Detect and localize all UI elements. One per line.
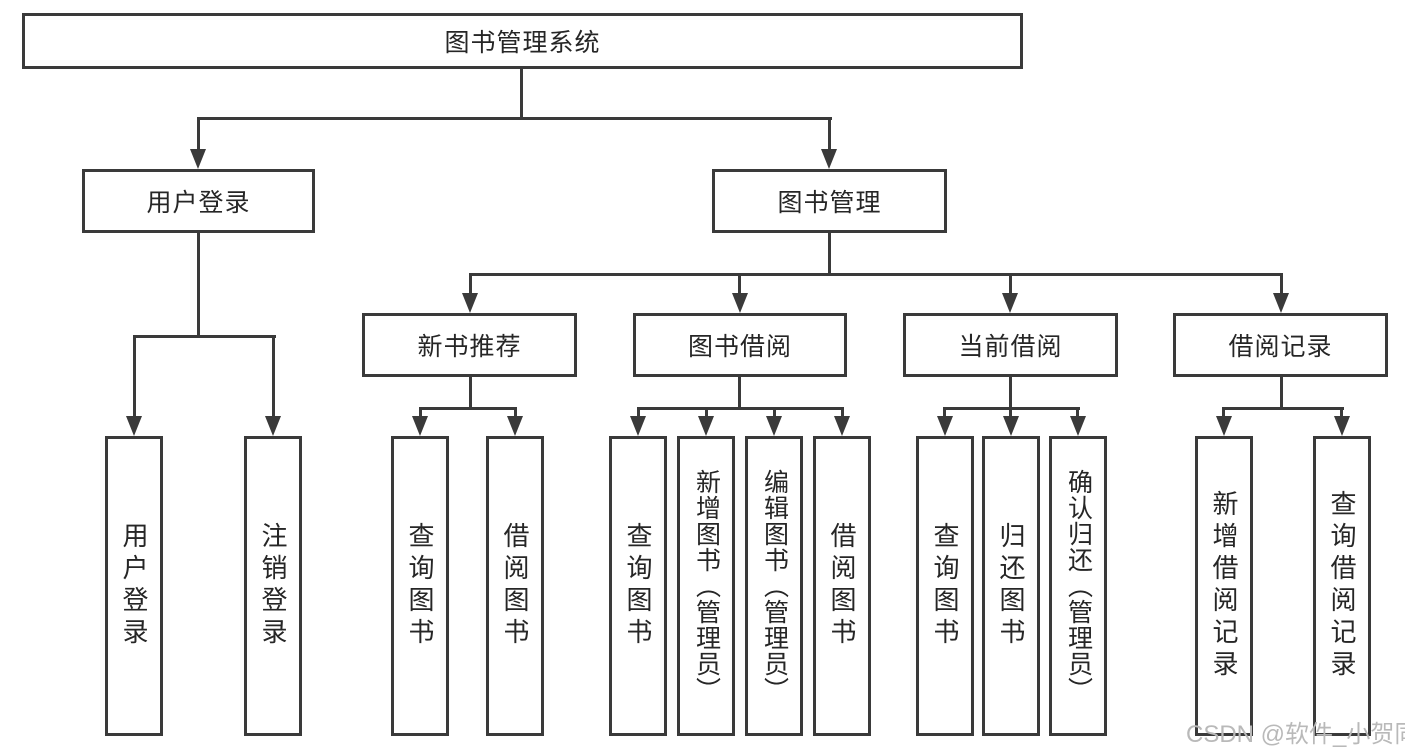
connector-line (133, 335, 276, 338)
leaf-logout: 注销登录 (244, 436, 302, 736)
connector-line (520, 69, 523, 120)
connector-line (1280, 377, 1283, 410)
arrowhead-down-icon (834, 416, 850, 436)
node-root: 图书管理系统 (22, 13, 1023, 69)
connector-line (705, 407, 708, 420)
node-book-management: 图书管理 (712, 169, 947, 233)
connector-line (133, 335, 136, 420)
connector-line (1340, 407, 1343, 420)
arrowhead-down-icon (1216, 416, 1232, 436)
arrowhead-down-icon (1334, 416, 1350, 436)
connector-line (738, 377, 741, 410)
connector-line (637, 407, 640, 420)
connector-line (1009, 377, 1012, 410)
arrowhead-down-icon (937, 416, 953, 436)
arrowhead-down-icon (462, 293, 478, 313)
arrowhead-down-icon (507, 416, 523, 436)
arrowhead-down-icon (190, 149, 206, 169)
arrowhead-down-icon (821, 149, 837, 169)
leaf-edit-book-admin: 编辑图书（管理员） (745, 436, 803, 736)
node-book-borrow: 图书借阅 (633, 313, 847, 377)
connector-line (1009, 273, 1012, 297)
connector-line (197, 117, 832, 120)
connector-line (1222, 407, 1344, 410)
arrowhead-down-icon (265, 416, 281, 436)
node-user-login: 用户登录 (82, 169, 315, 233)
leaf-query-books-borrow: 查询图书 (609, 436, 667, 736)
arrowhead-down-icon (1002, 293, 1018, 313)
leaf-query-books-current: 查询图书 (916, 436, 974, 736)
connector-line (1009, 407, 1012, 420)
connector-line (1280, 273, 1283, 297)
leaf-confirm-return-admin: 确认归还（管理员） (1049, 436, 1107, 736)
node-borrow-records: 借阅记录 (1173, 313, 1388, 377)
arrowhead-down-icon (1070, 416, 1086, 436)
connector-line (1222, 407, 1225, 420)
leaf-add-book-admin: 新增图书（管理员） (677, 436, 735, 736)
connector-line (637, 407, 844, 410)
connector-line (773, 407, 776, 420)
connector-line (828, 117, 831, 153)
leaf-user-login: 用户登录 (105, 436, 163, 736)
connector-line (272, 335, 275, 420)
connector-line (419, 407, 422, 420)
connector-line (469, 273, 1283, 276)
connector-line (943, 407, 946, 420)
arrowhead-down-icon (126, 416, 142, 436)
node-new-book-recommend: 新书推荐 (362, 313, 577, 377)
arrowhead-down-icon (630, 416, 646, 436)
leaf-borrow-books-recommend: 借阅图书 (486, 436, 544, 736)
connector-line (828, 233, 831, 276)
leaf-add-borrow-record: 新增借阅记录 (1195, 436, 1253, 736)
arrowhead-down-icon (412, 416, 428, 436)
connector-line (841, 407, 844, 420)
connector-line (1076, 407, 1079, 420)
arrowhead-down-icon (698, 416, 714, 436)
watermark: CSDN @软件_小贺同学 (1186, 721, 1405, 747)
leaf-borrow-books: 借阅图书 (813, 436, 871, 736)
arrowhead-down-icon (1003, 416, 1019, 436)
connector-line (469, 377, 472, 410)
node-current-borrow: 当前借阅 (903, 313, 1118, 377)
connector-line (419, 407, 517, 410)
connector-line (514, 407, 517, 420)
leaf-return-book: 归还图书 (982, 436, 1040, 736)
arrowhead-down-icon (766, 416, 782, 436)
arrowhead-down-icon (732, 293, 748, 313)
connector-line (197, 233, 200, 338)
arrowhead-down-icon (1273, 293, 1289, 313)
connector-line (197, 117, 200, 153)
connector-line (469, 273, 472, 297)
leaf-query-borrow-record: 查询借阅记录 (1313, 436, 1371, 736)
connector-line (738, 273, 741, 297)
leaf-query-books-recommend: 查询图书 (391, 436, 449, 736)
